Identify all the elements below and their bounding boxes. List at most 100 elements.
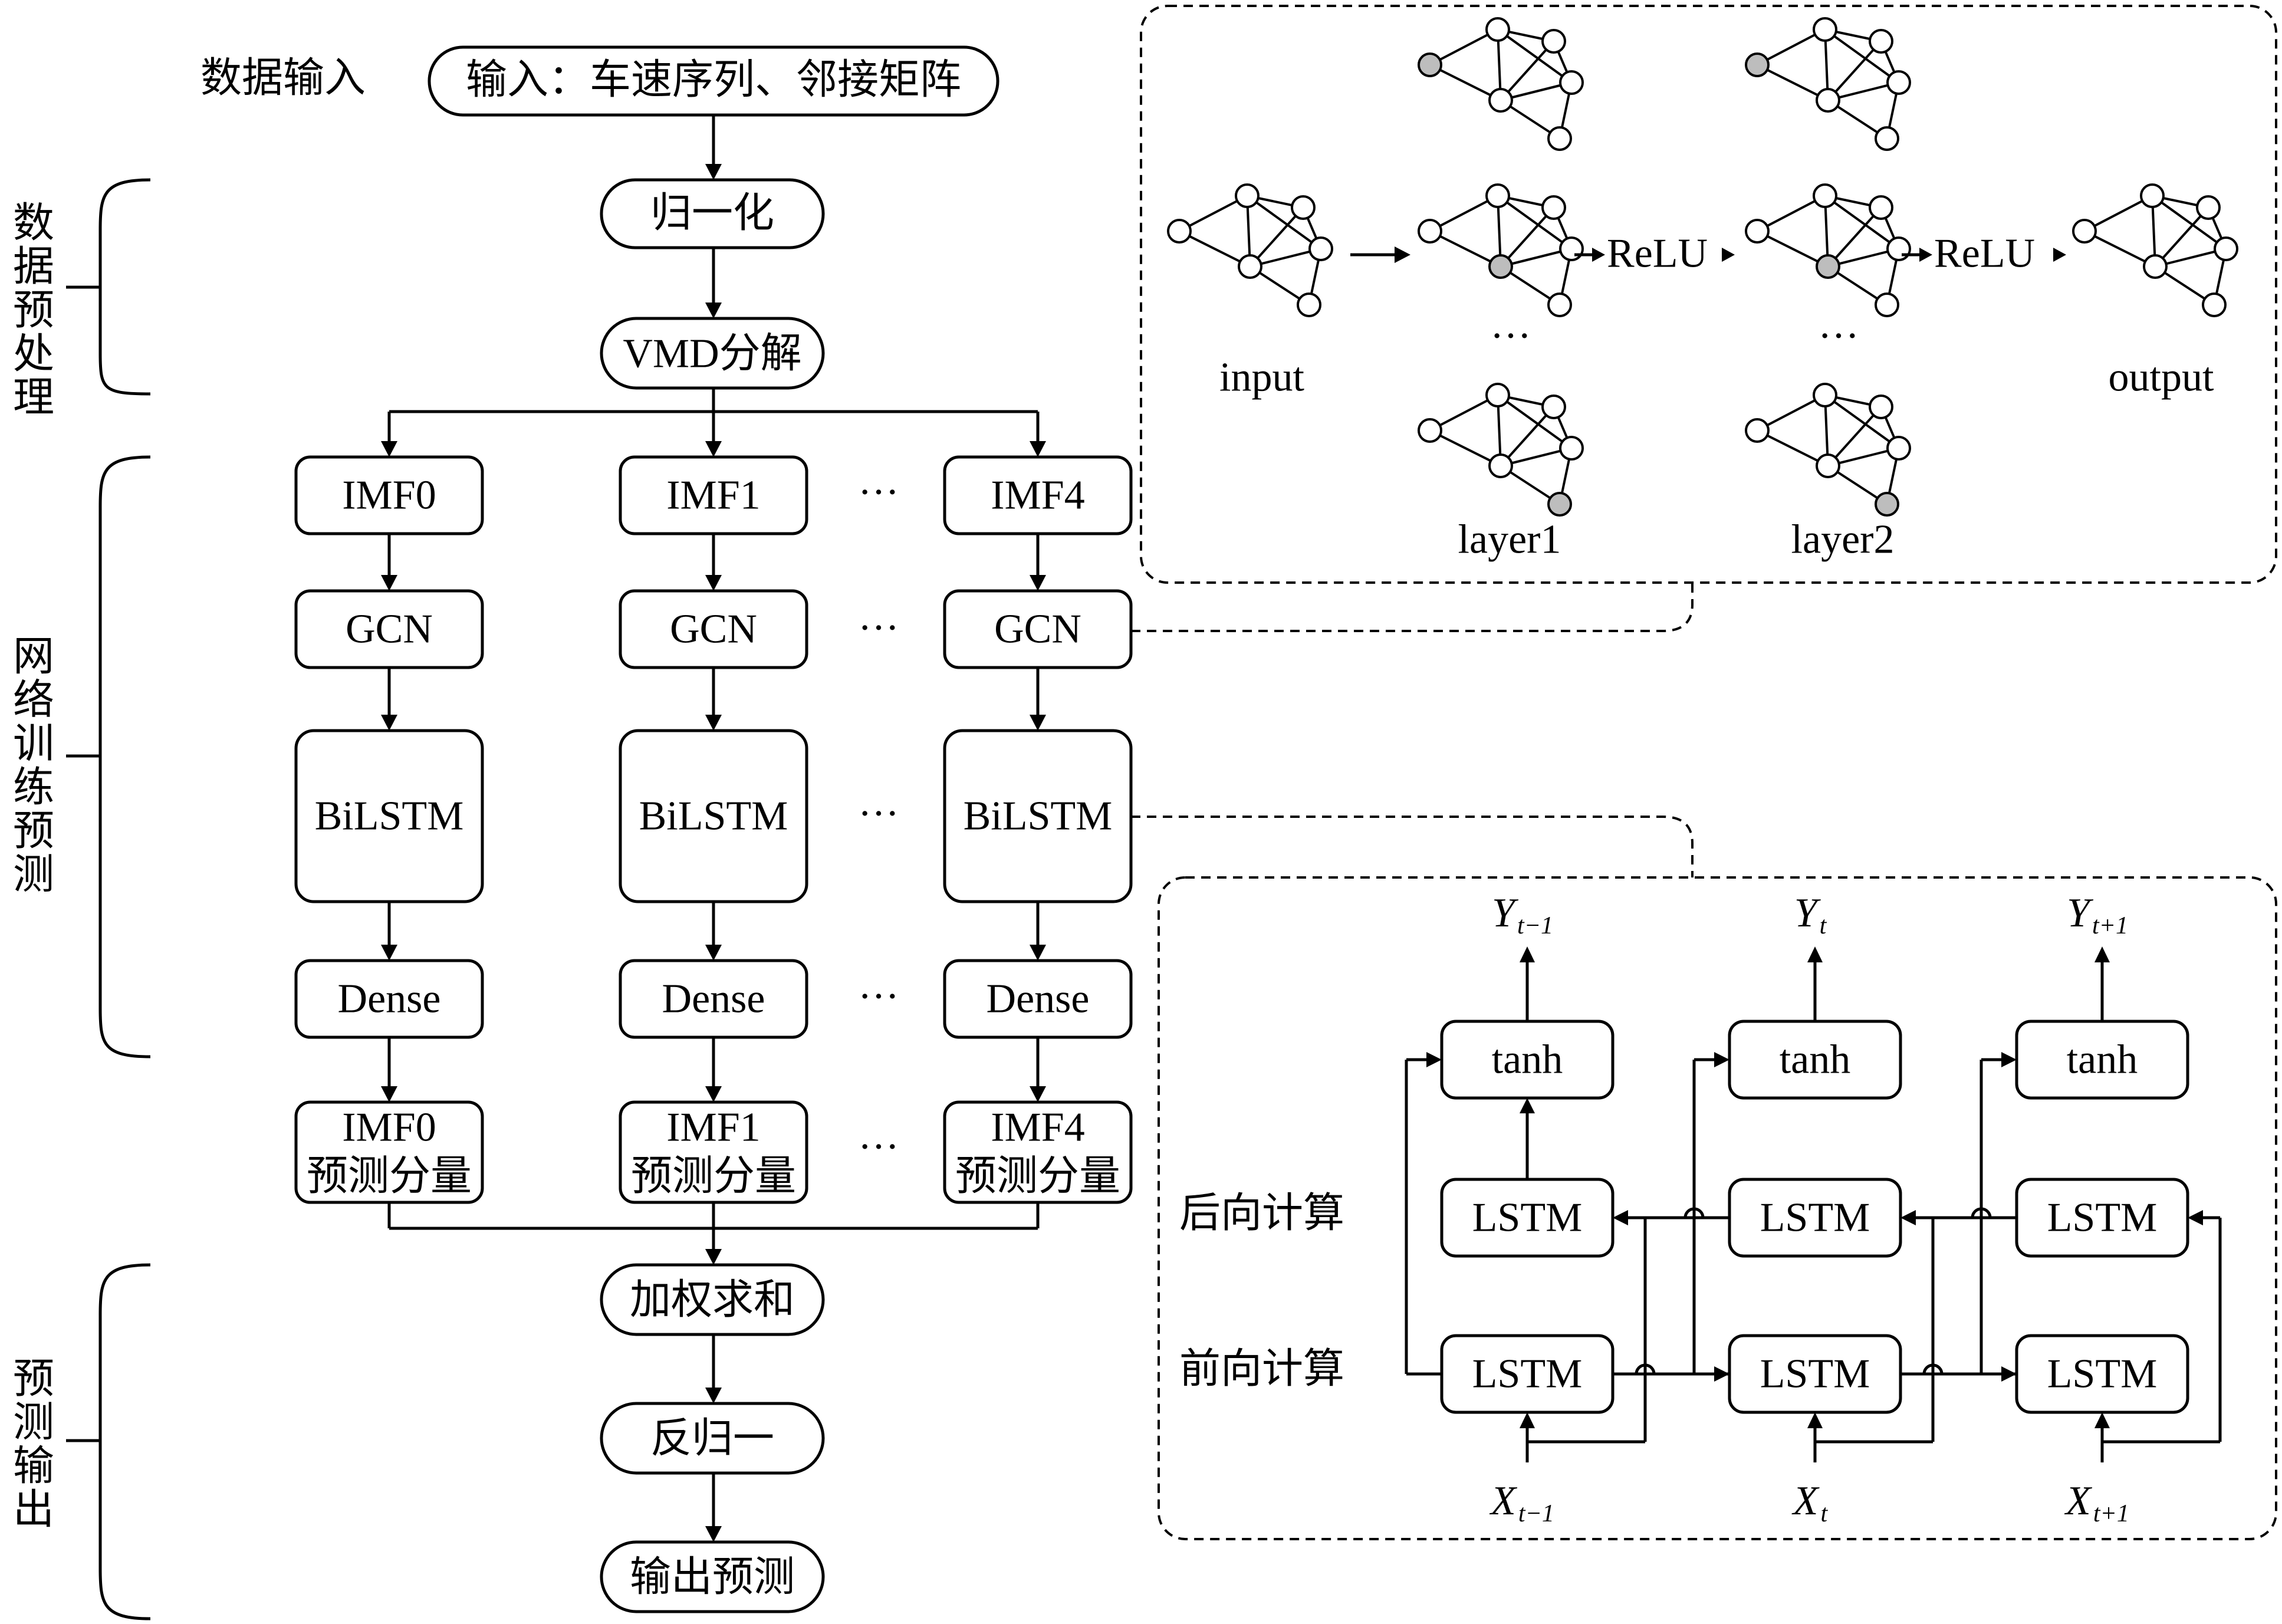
arrowhead xyxy=(1714,1052,1729,1067)
arrowhead xyxy=(1395,246,1410,263)
graph-edge xyxy=(2084,230,2156,268)
stage-brace xyxy=(98,1263,151,1620)
arrowhead xyxy=(705,1086,722,1102)
graph-edge xyxy=(1827,206,1882,268)
forward-lstm-cell: LSTM xyxy=(1440,1334,1615,1414)
stage-brace xyxy=(98,455,151,1058)
graph-node xyxy=(1745,418,1770,443)
y-output-label: Yt xyxy=(1794,890,1827,940)
graph-edge xyxy=(1497,28,1573,84)
arrowhead xyxy=(705,164,722,180)
graph-edge xyxy=(1757,195,1826,232)
graph-node xyxy=(1488,453,1513,478)
arrowhead xyxy=(1613,1210,1628,1225)
graph-edge xyxy=(1500,40,1555,101)
graph-node xyxy=(1238,254,1262,279)
graph-node xyxy=(1559,236,1584,261)
stage-prediction-label: 预测输出 xyxy=(7,1356,53,1531)
tanh-text: tanh xyxy=(1492,1037,1563,1083)
arrowhead xyxy=(705,441,722,457)
stage-preprocess: 数据预处理 xyxy=(7,178,151,419)
graph-node xyxy=(1485,383,1510,407)
pred-text-top: IMF4 xyxy=(991,1105,1084,1150)
graph-edge xyxy=(1429,195,1498,232)
graph-node xyxy=(1418,219,1442,244)
arrowhead xyxy=(1520,1412,1535,1428)
arrowhead xyxy=(1520,946,1535,962)
graph xyxy=(1745,383,1911,517)
graph-node xyxy=(1875,292,1899,317)
graph-node xyxy=(1559,70,1584,95)
arrowhead xyxy=(381,441,397,457)
arrowhead xyxy=(705,1249,722,1265)
gcn-panel: ReLU ReLU ··· ··· input output layer1 la… xyxy=(1140,5,2277,584)
pred-text-bottom: 预测分量 xyxy=(631,1154,796,1199)
graph-edge xyxy=(1429,28,1498,66)
graph-node xyxy=(1167,219,1192,244)
graph-node xyxy=(1886,70,1911,95)
tanh-text: tanh xyxy=(2067,1037,2138,1083)
forward-lstm-cell: LSTM xyxy=(2015,1334,2189,1414)
graph-node xyxy=(2140,183,2165,208)
pred-text-bottom: 预测分量 xyxy=(955,1154,1120,1199)
graph-edge xyxy=(1757,429,1829,467)
gcn-text: GCN xyxy=(994,607,1081,652)
stage-brace xyxy=(98,178,151,396)
tanh-text: tanh xyxy=(1780,1037,1851,1083)
graph-edge xyxy=(1757,28,1826,66)
graph-node xyxy=(1488,88,1513,113)
graph-edge xyxy=(1824,394,1900,449)
graph-node xyxy=(1816,254,1840,279)
graph-node xyxy=(1541,195,1566,220)
arrowhead xyxy=(1807,1412,1823,1428)
output-box xyxy=(600,1540,825,1613)
graph-edge xyxy=(1429,64,1501,101)
arrowhead xyxy=(705,1388,722,1403)
graph-edge xyxy=(1827,406,1882,467)
gcn-panel-frame xyxy=(1140,5,2277,584)
tanh-box xyxy=(1440,1020,1615,1100)
graph-node xyxy=(2214,236,2238,261)
arrowhead xyxy=(2001,1366,2017,1382)
relu-label: ReLU xyxy=(1934,231,2035,277)
lstm-text: LSTM xyxy=(1472,1195,1583,1241)
graph-edge xyxy=(1179,195,1248,232)
arrowhead xyxy=(1030,441,1046,457)
output-label: output xyxy=(2109,355,2214,400)
graph-node xyxy=(1541,395,1566,419)
graph-edge xyxy=(2154,206,2209,268)
imf-text: IMF1 xyxy=(666,473,760,518)
graph-edge xyxy=(1757,64,1829,101)
arrowhead xyxy=(1919,248,1932,262)
graph-node xyxy=(1418,418,1442,443)
relu-label: ReLU xyxy=(1607,231,1708,277)
tanh-box xyxy=(1728,1020,1902,1100)
graph xyxy=(1745,17,1911,151)
graph-node xyxy=(2143,254,2168,279)
arrowhead xyxy=(1030,575,1046,591)
graph-node xyxy=(1816,88,1840,113)
vmd-text: VMD分解 xyxy=(623,331,801,377)
backward-lstm-cell: LSTM xyxy=(2015,1178,2189,1258)
arrowhead xyxy=(1030,715,1046,731)
graph-edge xyxy=(1757,394,1826,432)
bilstm-text: BiLSTM xyxy=(315,794,464,839)
arrowhead xyxy=(381,1086,397,1102)
layer1-label: layer1 xyxy=(1458,517,1561,563)
graph-node xyxy=(1813,17,1837,42)
stage-prediction: 预测输出 xyxy=(7,1263,151,1620)
lstm-text: LSTM xyxy=(1760,1195,1870,1241)
graph-edge xyxy=(1497,394,1573,449)
ellipsis: ··· xyxy=(858,470,899,515)
dense-text: Dense xyxy=(662,977,765,1022)
graph-edge xyxy=(1429,394,1498,432)
lstm-box xyxy=(2015,1178,2189,1258)
denormalize-text: 反归一 xyxy=(650,1416,774,1462)
graph-node xyxy=(1485,183,1510,208)
graph-edge xyxy=(1824,28,1900,84)
tanh-cell: tanh xyxy=(1728,1020,1902,1100)
column-imf4: IMF4 GCN BiLSTM Dense IMF4 预测分量 xyxy=(943,455,1133,1204)
graph-edge xyxy=(1179,230,1251,268)
backward-lstm-cell: LSTM xyxy=(1728,1178,1902,1258)
graph-edge xyxy=(2084,195,2153,232)
